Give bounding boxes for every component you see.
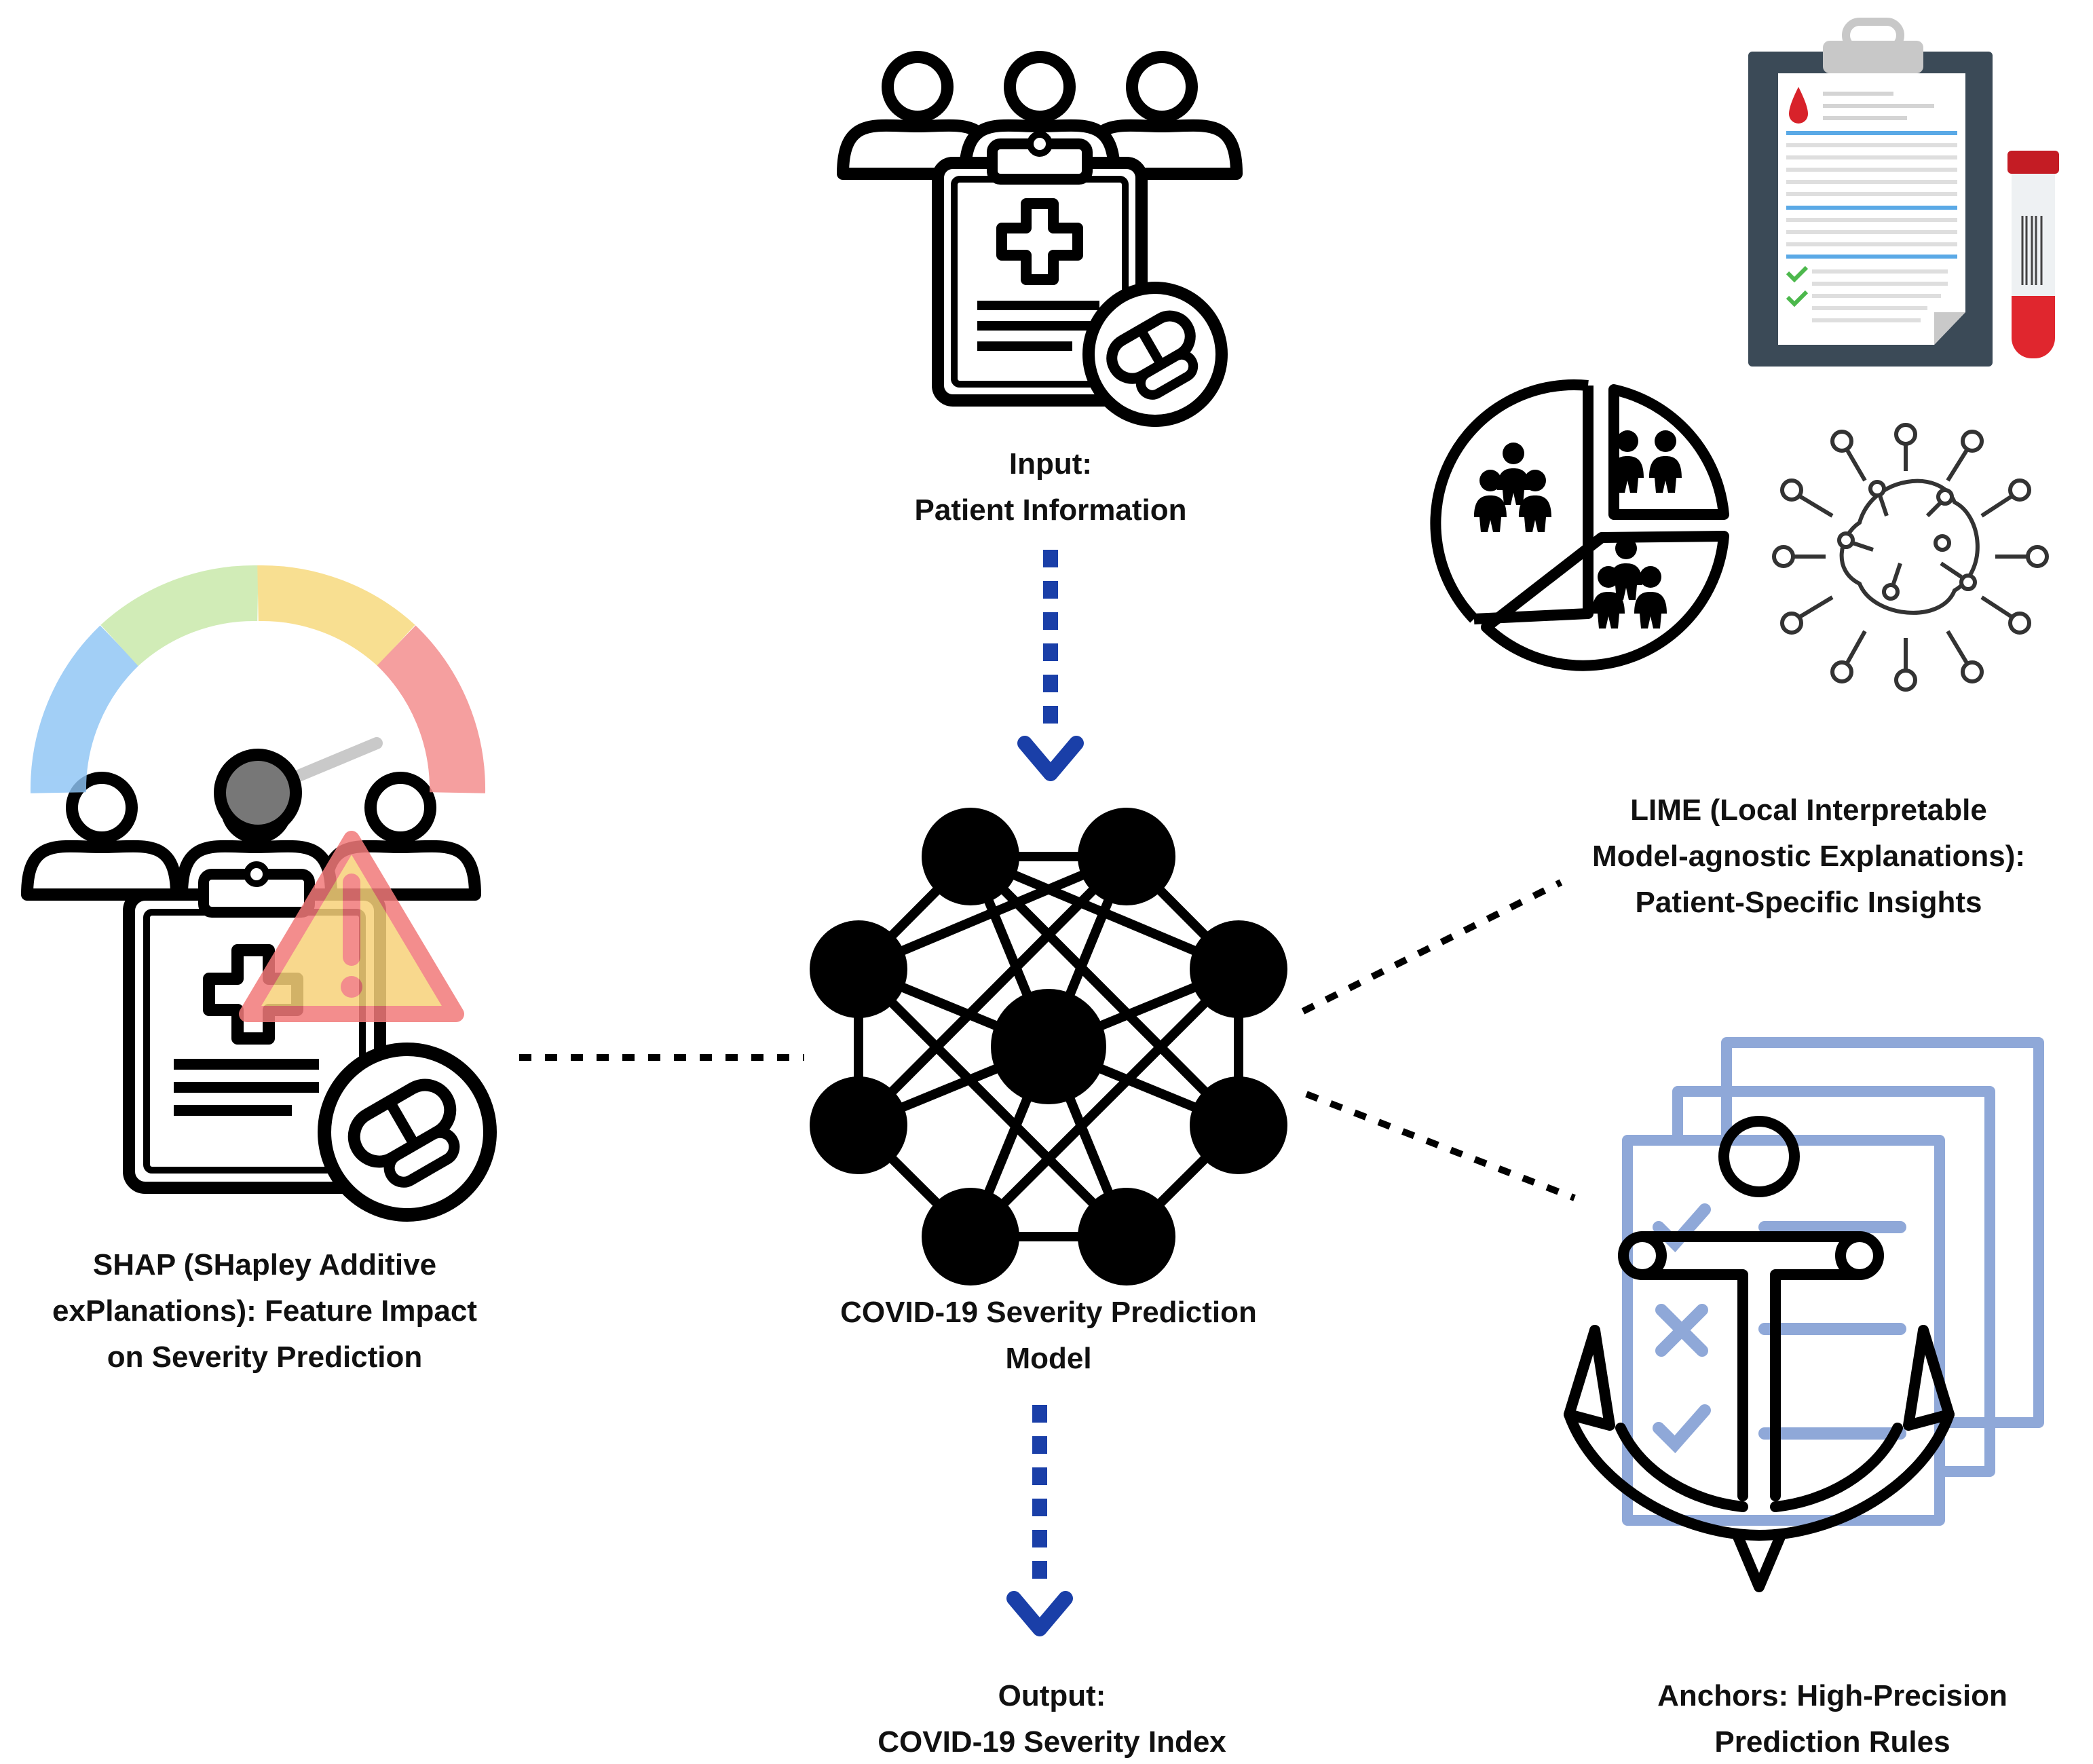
input-to-model-arrow (1017, 550, 1084, 781)
input-label-line1: Input: (1008, 447, 1093, 481)
anchors-label-line1: Anchors: High-Precision (1657, 1679, 2007, 1712)
lime-label: LIME (Local Interpretable Model-agnostic… (1520, 787, 2093, 926)
anchor-documents-icon (1564, 1037, 2044, 1592)
population-pie-chart-icon (1430, 379, 1729, 671)
shap-label-line3: on Severity Prediction (107, 1340, 423, 1374)
output-label: Output: COVID-19 Severity Index (801, 1673, 1303, 1764)
input-label: Input: Patient Information (854, 441, 1247, 533)
network-nodes (810, 808, 1287, 1286)
lime-label-line1: LIME (Local Interpretable (1630, 793, 1987, 827)
blood-test-tube-icon (2007, 151, 2059, 358)
warning-icon (239, 831, 464, 1022)
anchors-label-line2: Prediction Rules (1714, 1725, 1950, 1759)
model-label-line1: COVID-19 Severity Prediction (840, 1296, 1257, 1329)
lime-label-line3: Patient-Specific Insights (1635, 886, 1982, 919)
severity-gauge (30, 565, 486, 793)
anchors-connector (1305, 1091, 1576, 1201)
anchors-label: Anchors: High-Precision Prediction Rules (1575, 1673, 2090, 1764)
coronavirus-icon (1772, 423, 2049, 692)
model-label-line2: Model (1005, 1342, 1092, 1375)
lime-connector (1301, 879, 1563, 1015)
gauge-warning-clipboard-icon (27, 565, 497, 1222)
neural-network-icon (810, 808, 1287, 1286)
output-label-line1: Output: (998, 1679, 1106, 1712)
medical-report-icon (1748, 18, 1993, 367)
shap-label-line1: SHAP (SHapley Additive (92, 1248, 437, 1281)
model-to-output-arrow (1006, 1405, 1073, 1636)
shap-label-line2: exPlanations): Feature Impact (52, 1294, 477, 1328)
patients-clipboard-icon (843, 57, 1237, 427)
input-label-line2: Patient Information (914, 493, 1187, 527)
network-cross-edges (855, 852, 1242, 1240)
shap-label: SHAP (SHapley Additive exPlanations): Fe… (7, 1242, 523, 1381)
lime-label-line2: Model-agnostic Explanations): (1591, 840, 2026, 873)
model-label: COVID-19 Severity Prediction Model (767, 1290, 1330, 1382)
output-label-line2: COVID-19 Severity Index (878, 1725, 1226, 1759)
